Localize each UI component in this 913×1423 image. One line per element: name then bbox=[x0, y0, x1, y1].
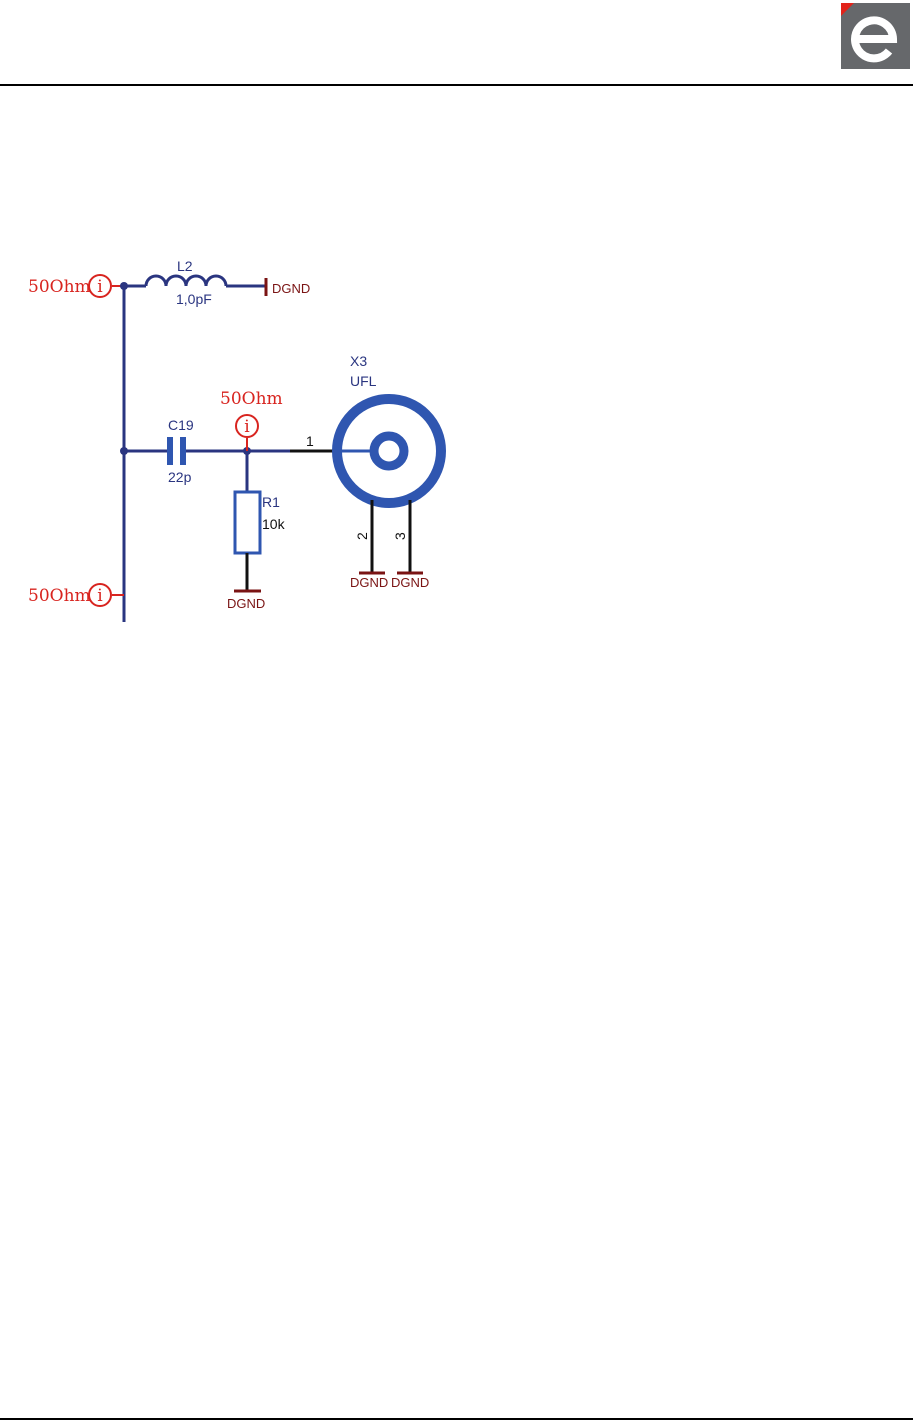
connector-ref: X3 bbox=[350, 353, 367, 369]
resistor-ref: R1 bbox=[262, 494, 280, 510]
inductor-value: 1,0pF bbox=[176, 291, 212, 307]
info-icon-glyph: i bbox=[244, 417, 250, 437]
inductor-coil bbox=[146, 276, 226, 286]
port-label-bottom: 50Ohm bbox=[28, 586, 91, 606]
resistor-body bbox=[235, 492, 260, 553]
capacitor-value: 22p bbox=[168, 469, 192, 485]
info-icon-glyph: i bbox=[97, 277, 103, 297]
footer-divider bbox=[0, 1418, 913, 1420]
ground-label-r1: DGND bbox=[227, 596, 265, 611]
capacitor-plate-right bbox=[180, 437, 186, 465]
port-label-top: 50Ohm bbox=[28, 277, 91, 297]
ground-label-pin2: DGND bbox=[350, 575, 388, 590]
ground-label-l2: DGND bbox=[272, 281, 310, 296]
capacitor-ref: C19 bbox=[168, 417, 194, 433]
pin-1-label: 1 bbox=[306, 433, 314, 449]
resistor-value: 10k bbox=[262, 516, 286, 532]
junction-dot-top bbox=[120, 282, 128, 290]
connector-type: UFL bbox=[350, 373, 377, 389]
ufl-connector-inner bbox=[374, 436, 404, 466]
junction-dot-mid bbox=[120, 447, 128, 455]
ground-label-pin3: DGND bbox=[391, 575, 429, 590]
port-label-node: 50Ohm bbox=[220, 389, 283, 409]
inductor-ref: L2 bbox=[177, 258, 193, 274]
pin-2-label: 2 bbox=[354, 532, 370, 540]
info-icon-glyph: i bbox=[97, 586, 103, 606]
pin-3-label: 3 bbox=[392, 532, 408, 540]
capacitor-plate-left bbox=[167, 437, 173, 465]
